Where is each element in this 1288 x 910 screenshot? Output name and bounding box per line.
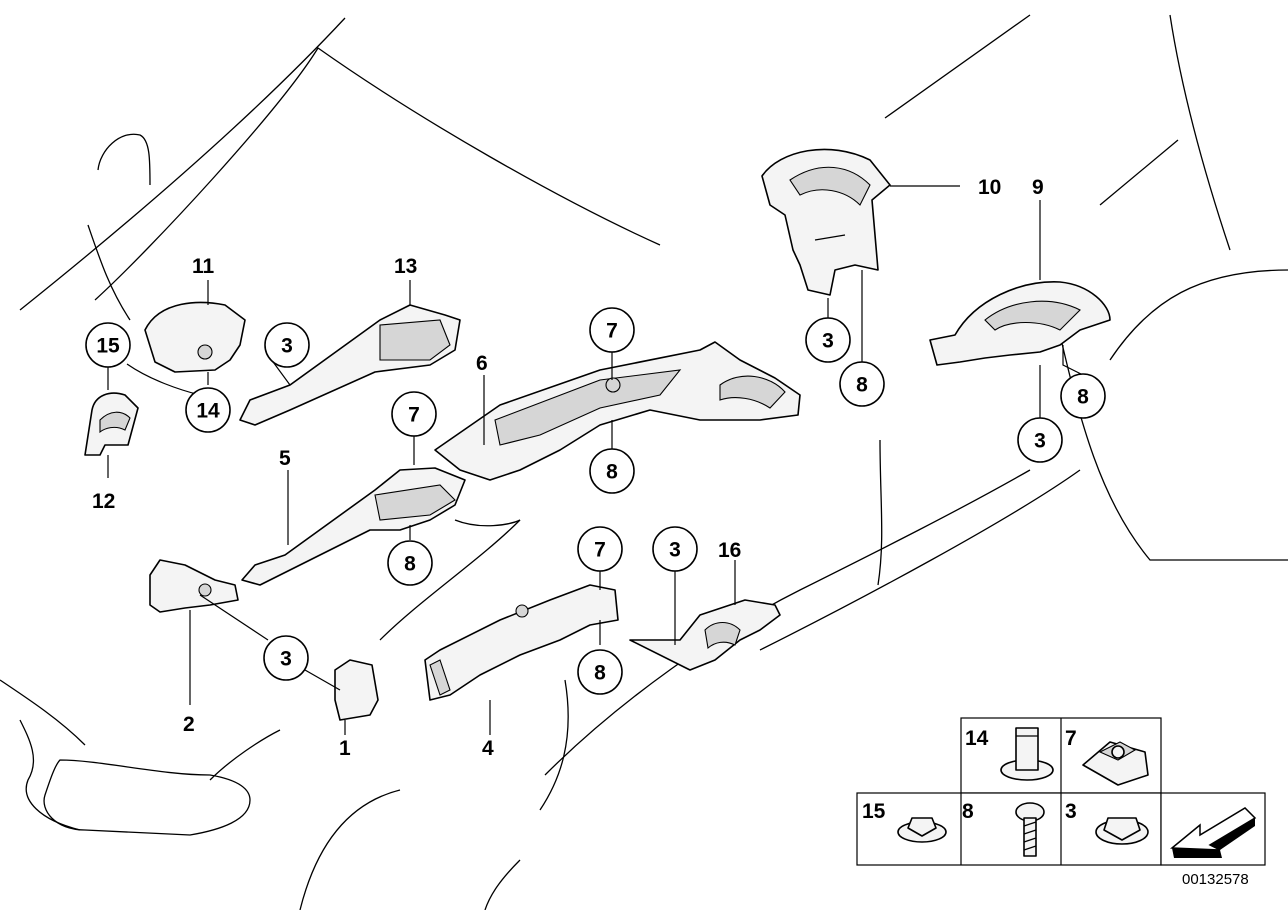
callout-7-c: 7 <box>577 526 623 572</box>
label-part-4: 4 <box>482 737 494 760</box>
callout-7-a: 7 <box>589 307 635 353</box>
part-labels: 10 9 11 13 6 5 12 16 2 1 4 <box>92 176 1044 760</box>
label-part-2: 2 <box>183 713 195 736</box>
label-part-13: 13 <box>394 255 417 278</box>
label-part-10: 10 <box>978 176 1001 199</box>
callout-14: 14 <box>185 387 231 433</box>
nut-icon <box>1095 817 1149 845</box>
callout-8-e: 8 <box>577 649 623 695</box>
leader-lines <box>107 185 1084 735</box>
label-part-6: 6 <box>476 352 488 375</box>
callout-3-b: 3 <box>805 317 851 363</box>
svg-text:3: 3 <box>281 335 293 358</box>
part-5-heat-shield <box>241 467 466 586</box>
svg-text:7: 7 <box>408 404 420 427</box>
part-16-heat-shield <box>629 599 781 671</box>
document-number: 00132578 <box>1182 871 1249 888</box>
callout-8-b: 8 <box>387 540 433 586</box>
callout-8-d: 8 <box>1060 373 1106 419</box>
svg-text:8: 8 <box>606 461 618 484</box>
callout-8-c: 8 <box>839 361 885 407</box>
screw-icon <box>1015 802 1045 857</box>
fastener-legend: 14 7 15 8 3 <box>856 717 1266 866</box>
svg-text:8: 8 <box>1077 386 1089 409</box>
label-part-1: 1 <box>339 737 351 760</box>
label-part-12: 12 <box>92 490 115 513</box>
callout-3-d: 3 <box>263 635 309 681</box>
part-12-heat-shield <box>84 392 139 456</box>
svg-text:3: 3 <box>280 648 292 671</box>
label-part-16: 16 <box>718 539 741 562</box>
callout-7-b: 7 <box>391 391 437 437</box>
direction-arrow-icon <box>1170 807 1257 858</box>
part-9-heat-shield <box>929 281 1111 366</box>
svg-text:7: 7 <box>594 539 606 562</box>
legend-label-7: 7 <box>1065 727 1077 750</box>
svg-text:3: 3 <box>822 330 834 353</box>
clip-nut-icon <box>1082 741 1149 786</box>
svg-text:15: 15 <box>96 335 120 358</box>
label-part-11: 11 <box>192 255 215 278</box>
part-10-heat-shield <box>761 148 891 296</box>
legend-label-3: 3 <box>1065 800 1077 823</box>
part-11-heat-shield <box>144 301 246 373</box>
flange-nut-icon <box>897 817 947 843</box>
svg-text:8: 8 <box>856 374 868 397</box>
legend-label-15: 15 <box>862 800 886 823</box>
circled-callouts: 15 14 3 7 7 8 8 3 <box>85 307 1106 695</box>
svg-text:3: 3 <box>1034 430 1046 453</box>
part-6-heat-shield <box>434 341 801 481</box>
part-2-bracket <box>149 559 239 613</box>
label-part-9: 9 <box>1032 176 1044 199</box>
svg-text:7: 7 <box>606 320 618 343</box>
callout-8-a: 8 <box>589 448 635 494</box>
svg-text:14: 14 <box>196 400 220 423</box>
callout-3-c: 3 <box>1017 417 1063 463</box>
part-4-heat-shield <box>424 584 619 701</box>
svg-text:8: 8 <box>404 553 416 576</box>
callout-15: 15 <box>85 322 131 368</box>
legend-label-8: 8 <box>962 800 974 823</box>
label-part-5: 5 <box>279 447 291 470</box>
callout-3-a: 3 <box>264 322 310 368</box>
svg-text:3: 3 <box>669 539 681 562</box>
legend-label-14: 14 <box>965 727 989 750</box>
part-13-heat-shield <box>239 304 461 426</box>
svg-text:8: 8 <box>594 662 606 685</box>
stud-fastener-icon <box>1000 727 1054 781</box>
vehicle-body-outline <box>0 14 1288 910</box>
callout-3-e: 3 <box>652 526 698 572</box>
part-1-bracket <box>334 659 379 721</box>
